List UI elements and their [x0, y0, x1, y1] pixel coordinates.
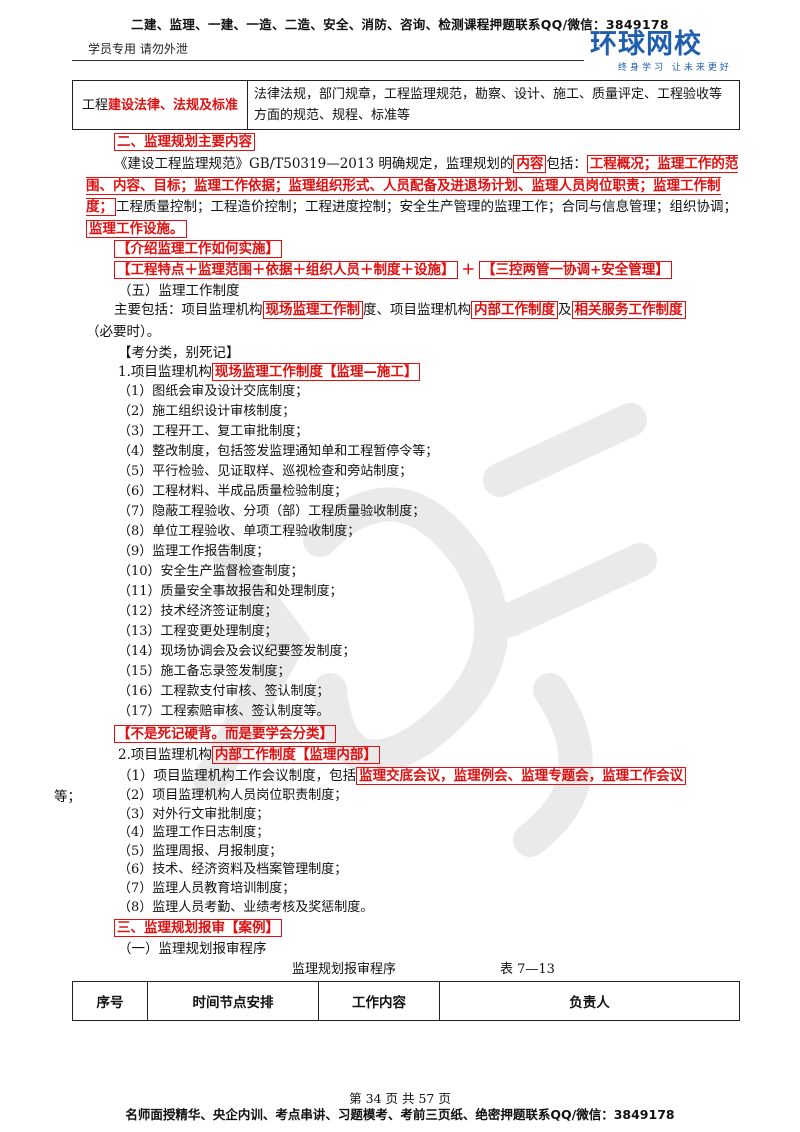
note-implementation: 【介绍监理工作如何实施】 — [114, 239, 282, 259]
list-item: （1）图纸会审及设计交底制度； — [118, 384, 309, 399]
table-cell-content: 法律法规，部门规章，工程监理规范，勘察、设计、施工、质量评定、工程验收等方面的规… — [247, 80, 740, 130]
list-item: （14）现场协调会及会议纪要签发制度； — [118, 644, 356, 659]
page-number: 第 34 页 共 57 页 — [349, 1091, 451, 1106]
list-item: （4）整改制度，包括签发监理通知单和工程暂停令等； — [118, 444, 439, 459]
highlight-overview: 工程概况；监理工作的范围、内容、目标；监理工作依据；监理组织形式、人员配备及进退… — [86, 155, 739, 216]
highlight-facilities: 监理工作设施。 — [86, 219, 187, 238]
list-item: （9）监理工作报告制度； — [118, 544, 270, 559]
exam-tip: 【考分类，别死记】 — [118, 345, 240, 361]
list-item: （15）施工备忘录签发制度； — [118, 664, 291, 679]
footer-promo-text: 名师面授精华、央企内训、考点串讲、习题模考、考前三页纸、绝密押题联系QQ/微信：… — [125, 1107, 675, 1122]
column-header: 序号 — [72, 981, 148, 1021]
list-item: （3）工程开工、复工审批制度； — [118, 424, 309, 439]
law-table: 工程建设法律、法规及标准 法律法规，部门规章，工程监理规范，勘察、设计、施工、质… — [72, 80, 740, 130]
table-number: 表 7—13 — [500, 958, 555, 977]
column-header: 工作内容 — [318, 981, 440, 1021]
section-heading-2: 二、监理规划主要内容 — [114, 132, 255, 152]
list-item: （5）平行检验、见证取样、巡视检查和旁站制度； — [118, 464, 413, 479]
list2-heading: 2.项目监理机构内部工作制度【监理内部】 — [118, 745, 380, 765]
subheading-3-1: （一）监理规划报审程序 — [118, 939, 267, 959]
header-notice: 学员专用 请勿外泄 — [88, 42, 188, 56]
list-item: （2）项目监理机构人员岗位职责制度； — [118, 788, 348, 803]
note-classify: 【不是死记硬背。而是要学会分类】 — [114, 724, 336, 744]
list-item: （1）项目监理机构工作会议制度，包括监理交底会议，监理例会、监理专题会，监理工作… — [54, 766, 740, 808]
header-rule — [72, 60, 584, 61]
list-item: （6）工程材料、半成品质量检验制度； — [118, 484, 348, 499]
list1-heading: 1.项目监理机构现场监理工作制度【监理—施工】 — [118, 362, 421, 382]
list-item: （8）监理人员考勤、业绩考核及奖惩制度。 — [118, 899, 374, 915]
column-header: 负责人 — [439, 981, 740, 1021]
list-item: （13）工程变更处理制度； — [118, 624, 278, 639]
list-item: （11）质量安全事故报告和处理制度； — [118, 584, 343, 599]
column-header: 时间节点安排 — [147, 981, 319, 1021]
list-item: （12）技术经济签证制度； — [118, 604, 278, 619]
brand-logo: 环球网校 终身学习 让未来更好 — [590, 30, 740, 80]
note-formula: 【工程特点＋监理范围＋依据＋组织人员＋制度＋设施】＋【三控两管一协调+安全管理】 — [114, 260, 672, 280]
table-cell-category: 工程建设法律、法规及标准 — [72, 80, 248, 130]
list-item: （17）工程索赔审核、签认制度等。 — [118, 704, 330, 719]
logo-title: 环球网校 — [590, 29, 702, 60]
list-item: （7）监理人员教育培训制度； — [118, 881, 296, 896]
list-item: （16）工程款支付审核、签认制度； — [118, 684, 330, 699]
highlight-content: 内容 — [513, 155, 547, 173]
review-procedure-table: 序号 时间节点安排 工作内容 负责人 — [72, 981, 740, 1021]
table-caption: 监理规划报审程序 — [292, 958, 397, 977]
cell-highlight: 建设法律、法规及标准 — [108, 97, 239, 113]
table-row: 工程建设法律、法规及标准 法律法规，部门规章，工程监理规范，勘察、设计、施工、质… — [72, 80, 740, 130]
list-item: （3）对外行文审批制度； — [118, 806, 270, 822]
system-paragraph: 主要包括：项目监理机构现场监理工作制度、项目监理机构内部工作制度及相关服务工作制… — [86, 300, 740, 343]
subheading-5: （五）监理工作制度 — [118, 283, 240, 299]
list-item: （8）单位工程验收、单项工程验收制度； — [118, 524, 361, 539]
list-item: （5）监理周报、月报制度； — [118, 843, 283, 859]
logo-slogan: 终身学习 让未来更好 — [618, 63, 732, 73]
plan-content-paragraph: 《建设工程监理规范》GB/T50319—2013 明确规定，监理规划的内容包括：… — [86, 155, 739, 238]
header-promo-text: 二建、监理、一建、一造、二造、安全、消防、咨询、检测课程押题联系QQ/微信：38… — [131, 17, 669, 32]
list-item: （10）安全生产监督检查制度； — [118, 564, 304, 579]
table-header-row: 序号 时间节点安排 工作内容 负责人 — [72, 981, 740, 1021]
list-item: （2）施工组织设计审核制度； — [118, 404, 296, 419]
section-heading-3: 三、监理规划报审【案例】 — [114, 918, 282, 938]
list-item: （6）技术、经济资料及档案管理制度； — [118, 862, 348, 878]
cell-prefix: 工程 — [81, 97, 108, 113]
list-item: （7）隐蔽工程验收、分项（部）工程质量验收制度； — [118, 504, 426, 519]
list-item: （4）监理工作日志制度； — [118, 825, 270, 841]
